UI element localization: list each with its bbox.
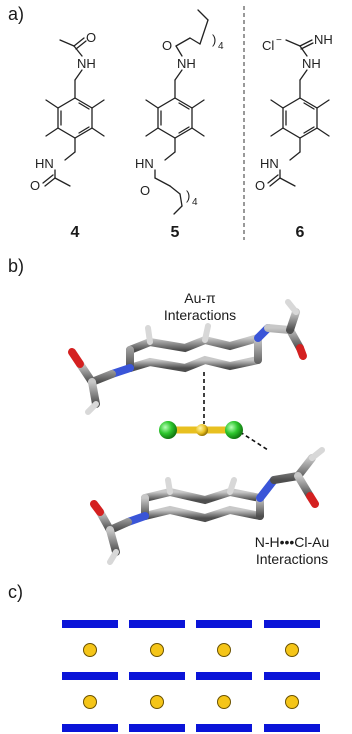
- stack-bar: [62, 724, 118, 732]
- stack-bar: [62, 620, 118, 628]
- stack-bar: [196, 724, 252, 732]
- chloride-charge: −: [276, 35, 282, 46]
- nh-cl-label: N-H•••Cl-Au: [254, 534, 330, 550]
- panel-label-b: b): [8, 256, 25, 276]
- gold-atom: [196, 424, 208, 436]
- chain-bracket: ): [186, 188, 190, 203]
- chemical-structures: O NH HN O O NH ) 4 HN O ) 4: [30, 6, 333, 240]
- chlorine-atom: [159, 421, 177, 439]
- gold-dot: [150, 695, 164, 709]
- compound-5-structure: [145, 9, 209, 215]
- au-pi-label-2: Interactions: [163, 307, 237, 323]
- compound-number-5: 5: [170, 224, 180, 241]
- atom-oxygen: O: [162, 38, 172, 53]
- atom-oxygen: O: [30, 178, 40, 193]
- nh-cl-annotation: N-H•••Cl-Au Interactions: [236, 534, 348, 568]
- nh-cl-interaction-line: [239, 431, 269, 451]
- gold-dot: [285, 695, 299, 709]
- chain-bracket: ): [212, 32, 216, 47]
- atom-hn: HN: [135, 156, 154, 171]
- compound-number-6: 6: [295, 224, 305, 241]
- au-pi-annotation: Au-π Interactions: [140, 290, 260, 324]
- atom-oxygen: O: [86, 30, 96, 45]
- au-pi-label: Au-π: [184, 290, 216, 306]
- stack-bar: [129, 672, 185, 680]
- stack-bar: [264, 620, 320, 628]
- nh-cl-label-2: Interactions: [255, 551, 329, 567]
- gold-dot: [217, 695, 231, 709]
- atom-nh: NH: [77, 56, 96, 71]
- compound-6-structure: [267, 39, 330, 187]
- gold-dot: [83, 643, 97, 657]
- panel-label-c: c): [8, 582, 23, 602]
- chain-count: 4: [192, 197, 198, 208]
- panel-label-a: a): [8, 4, 25, 24]
- stack-bar: [129, 620, 185, 628]
- atom-nh: NH: [302, 56, 321, 71]
- stack-bar: [264, 724, 320, 732]
- atom-oxygen: O: [255, 178, 265, 193]
- atom-nh: NH: [177, 56, 196, 71]
- stack-bar: [196, 620, 252, 628]
- stack-bar: [129, 724, 185, 732]
- compound-4-structure: [42, 37, 105, 187]
- gold-dot: [150, 643, 164, 657]
- chlorine-atom: [225, 421, 243, 439]
- molecule-top: [68, 299, 307, 415]
- cl-au-cl-complex: [159, 421, 243, 439]
- gold-dot: [285, 643, 299, 657]
- gold-dot: [217, 643, 231, 657]
- chain-count: 4: [218, 41, 224, 52]
- atom-hn: HN: [35, 156, 54, 171]
- stack-bar: [196, 672, 252, 680]
- molecule-bottom: [90, 447, 325, 565]
- gold-dot: [83, 695, 97, 709]
- atom-hn: HN: [260, 156, 279, 171]
- atom-nh: NH: [314, 32, 333, 47]
- chloride-ion: Cl: [262, 38, 274, 53]
- compound-number-4: 4: [70, 224, 80, 241]
- stack-bar: [62, 672, 118, 680]
- stack-bar: [264, 672, 320, 680]
- atom-oxygen: O: [140, 183, 150, 198]
